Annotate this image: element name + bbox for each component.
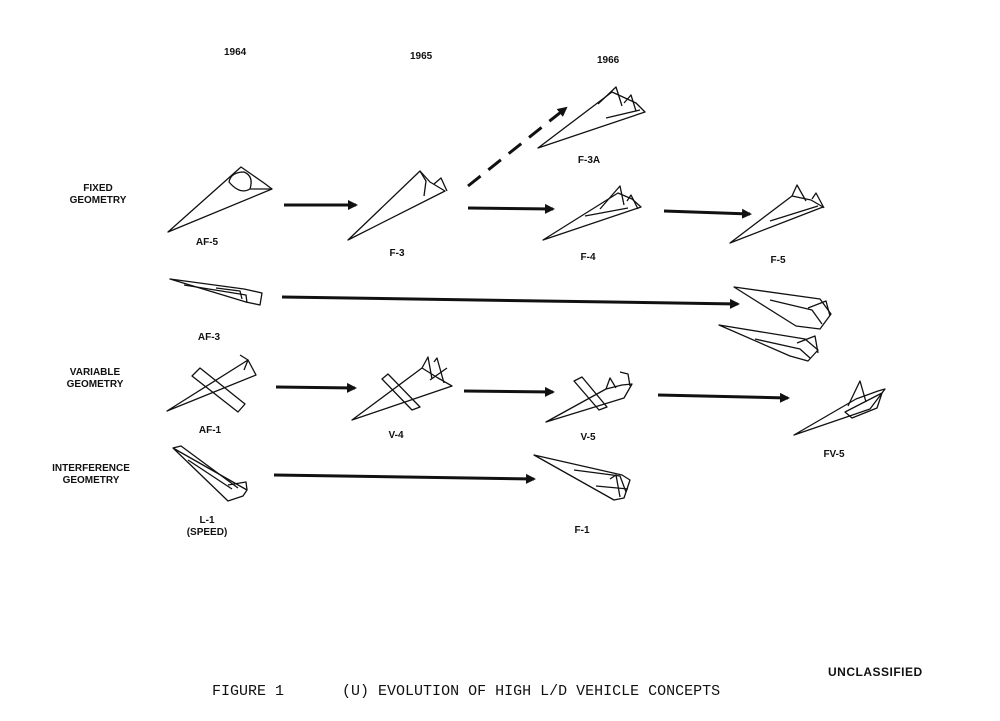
arrow-v5-to-fv5 [657,392,790,403]
vehicle-v4-drawing [351,356,453,421]
vehicle-label-f3: F-3 [389,248,405,259]
vehicle-f3-drawing [347,170,448,241]
year-label-1964: 1964 [224,47,247,58]
vehicle-af5-drawing [167,166,273,233]
figure-number: FIGURE 1 [212,683,285,700]
row-label-fixed-line1: FIXED [83,183,113,194]
vehicle-label-v5: V-5 [580,432,596,443]
row-label-variable-geometry: VARIABLE GEOMETRY [67,367,124,390]
row-label-interference-line1: INTERFERENCE [52,463,130,474]
arrow-af3-to-f5-variants [281,295,740,309]
arrow-v4-to-v5 [463,386,555,397]
vehicle-label-f5: F-5 [770,255,786,266]
vehicle-label-af3: AF-3 [197,332,221,343]
vehicle-label-fv5: FV-5 [823,449,845,460]
vehicle-label-af1: AF-1 [198,425,222,436]
row-label-variable-line2: GEOMETRY [66,378,124,390]
vehicle-f1-drawing [533,454,631,501]
arrow-af1-to-v4 [275,382,357,393]
vehicle-f5-variant-lower-drawing [718,324,819,362]
figure-caption: FIGURE 1 (U) EVOLUTION OF HIGH L/D VEHIC… [212,683,720,700]
vehicle-label-l1-name: L-1 [199,515,215,526]
vehicle-label-f4: F-4 [580,252,596,263]
year-label-1966: 1966 [597,55,620,66]
vehicle-label-f1: F-1 [574,525,590,536]
vehicle-label-f3a: F-3A [577,155,601,166]
vehicle-label-v4: V-4 [388,430,404,441]
row-label-variable-line1: VARIABLE [69,367,121,378]
vehicle-fv5-drawing [793,380,886,436]
vehicle-label-l1-sub: (SPEED) [186,526,228,538]
arrow-f4-to-f5 [663,208,752,219]
row-label-interference-line2: GEOMETRY [62,474,120,486]
arrow-l1-to-f1 [273,473,536,484]
vehicle-af1-drawing [166,354,257,413]
vehicle-label-af5: AF-5 [195,237,219,248]
vehicle-f5-drawing [729,184,825,244]
vehicle-label-l1: L-1 (SPEED) [187,515,228,538]
row-label-fixed-line2: GEOMETRY [69,194,127,206]
vehicle-l1-drawing [172,445,248,502]
arrow-f3-to-f4 [467,203,555,214]
arrow-f3-to-f3a-dashed [467,106,568,188]
classification-marking: UNCLASSIFIED [828,665,923,679]
row-label-fixed-geometry: FIXED GEOMETRY [70,183,127,206]
year-label-1965: 1965 [410,51,433,62]
vehicle-f4-drawing [542,185,642,241]
figure-title: (U) EVOLUTION OF HIGH L/D VEHICLE CONCEP… [342,683,721,700]
vehicle-f3a-drawing [537,86,646,149]
row-label-interference-geometry: INTERFERENCE GEOMETRY [52,463,130,486]
vehicle-v5-drawing [545,371,633,423]
vehicle-af3-drawing [169,278,263,306]
vehicle-f5-variant-upper-drawing [733,286,832,330]
